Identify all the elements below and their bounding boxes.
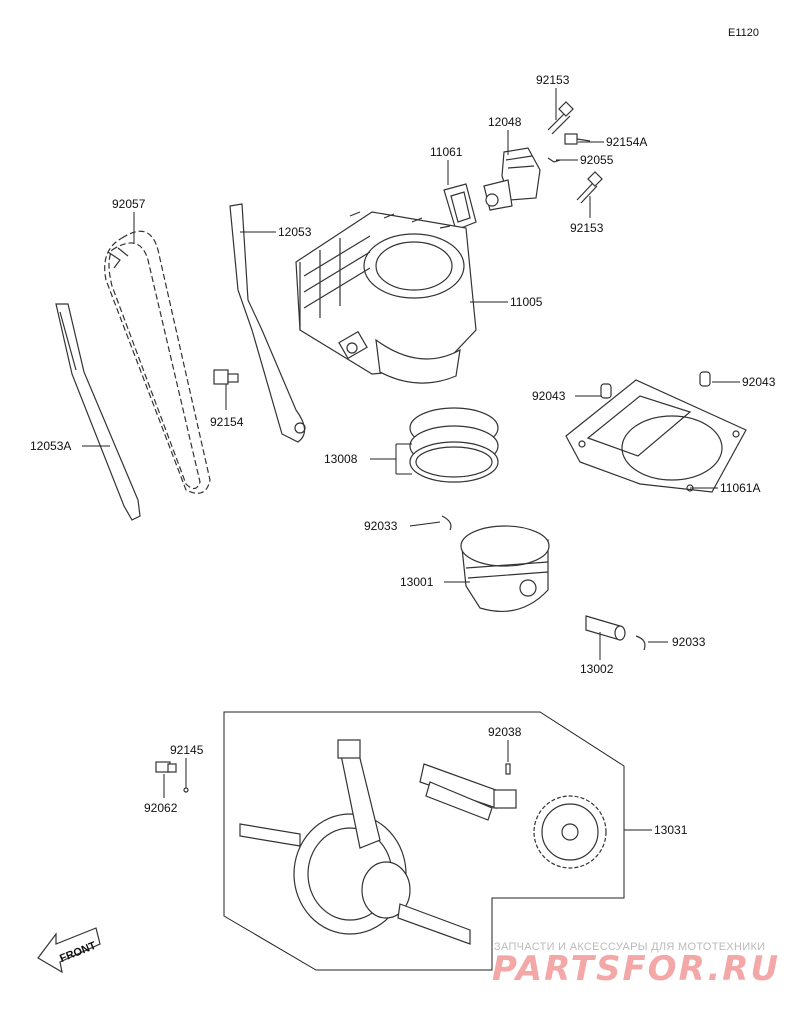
cylinder-11005[interactable] bbox=[295, 211, 477, 384]
label-92153-top[interactable]: 92153 bbox=[536, 73, 570, 87]
part-labels: 92153 92154A 12048 11061 92055 92153 920… bbox=[30, 73, 776, 837]
crankshaft-assembly-frame bbox=[223, 711, 625, 971]
label-92145[interactable]: 92145 bbox=[170, 743, 204, 757]
label-12053A[interactable]: 12053A bbox=[30, 439, 71, 453]
label-92033-left[interactable]: 92033 bbox=[364, 519, 398, 533]
bolt-92153-top[interactable] bbox=[547, 101, 574, 135]
label-13008[interactable]: 13008 bbox=[324, 452, 358, 466]
label-92033-right[interactable]: 92033 bbox=[672, 635, 706, 649]
circlip-92033-right[interactable] bbox=[635, 635, 646, 651]
dowel-pin-92043-left[interactable] bbox=[600, 383, 612, 399]
label-11005[interactable]: 11005 bbox=[510, 295, 543, 309]
label-92153-bottom[interactable]: 92153 bbox=[570, 221, 604, 235]
watermark: ЗАПЧАСТИ И АКСЕССУАРЫ ДЛЯ МОТОТЕХНИКИ PA… bbox=[492, 941, 780, 989]
tensioner-12048[interactable] bbox=[483, 147, 541, 211]
front-direction-badge: FRONT bbox=[37, 927, 101, 974]
label-13031[interactable]: 13031 bbox=[654, 823, 688, 837]
label-92062[interactable]: 92062 bbox=[144, 801, 178, 815]
label-12053[interactable]: 12053 bbox=[278, 225, 312, 239]
label-92043-right[interactable]: 92043 bbox=[742, 375, 776, 389]
label-92154A[interactable]: 92154A bbox=[606, 135, 647, 149]
label-92038[interactable]: 92038 bbox=[488, 725, 522, 739]
crankshaft-13031[interactable] bbox=[239, 739, 471, 945]
bolt-92153-bottom[interactable] bbox=[576, 171, 603, 204]
label-13001[interactable]: 13001 bbox=[400, 575, 434, 589]
piston-pin-13002[interactable] bbox=[585, 615, 626, 641]
label-11061[interactable]: 11061 bbox=[430, 145, 463, 159]
label-92057[interactable]: 92057 bbox=[112, 197, 146, 211]
piston-13001[interactable] bbox=[460, 525, 550, 612]
watermark-tagline: ЗАПЧАСТИ И АКСЕССУАРЫ ДЛЯ МОТОТЕХНИКИ bbox=[494, 941, 765, 953]
chain-guide-12053[interactable] bbox=[229, 203, 306, 443]
chain-guide-12053A[interactable] bbox=[55, 303, 141, 521]
label-11061A[interactable]: 11061A bbox=[720, 481, 760, 495]
bolt-92154A[interactable] bbox=[564, 133, 591, 145]
label-92043-left[interactable]: 92043 bbox=[532, 389, 566, 403]
label-13002[interactable]: 13002 bbox=[580, 662, 614, 676]
bolt-92154[interactable] bbox=[213, 369, 239, 385]
dowel-pin-92043-right[interactable] bbox=[699, 371, 711, 387]
cam-chain-92057[interactable] bbox=[104, 230, 211, 494]
key-92038[interactable] bbox=[505, 763, 511, 775]
label-92154[interactable]: 92154 bbox=[210, 415, 244, 429]
label-92055[interactable]: 92055 bbox=[580, 153, 614, 167]
diagram-code: E1120 bbox=[728, 27, 759, 39]
gasket-11061[interactable] bbox=[443, 183, 477, 231]
piston-rings-13008[interactable] bbox=[409, 407, 499, 483]
balancer-shaft[interactable] bbox=[419, 763, 517, 821]
watermark-logo: PARTSFOR.RU bbox=[492, 949, 780, 989]
circlip-92033-left[interactable] bbox=[441, 515, 452, 531]
leader-lines bbox=[82, 88, 740, 831]
gasket-92055[interactable] bbox=[547, 157, 561, 163]
label-12048[interactable]: 12048 bbox=[488, 115, 522, 129]
gear-13031[interactable] bbox=[533, 795, 607, 869]
pin-92145[interactable] bbox=[183, 787, 189, 793]
base-gasket-11061A[interactable] bbox=[565, 379, 747, 493]
bolt-92062[interactable] bbox=[155, 761, 177, 773]
